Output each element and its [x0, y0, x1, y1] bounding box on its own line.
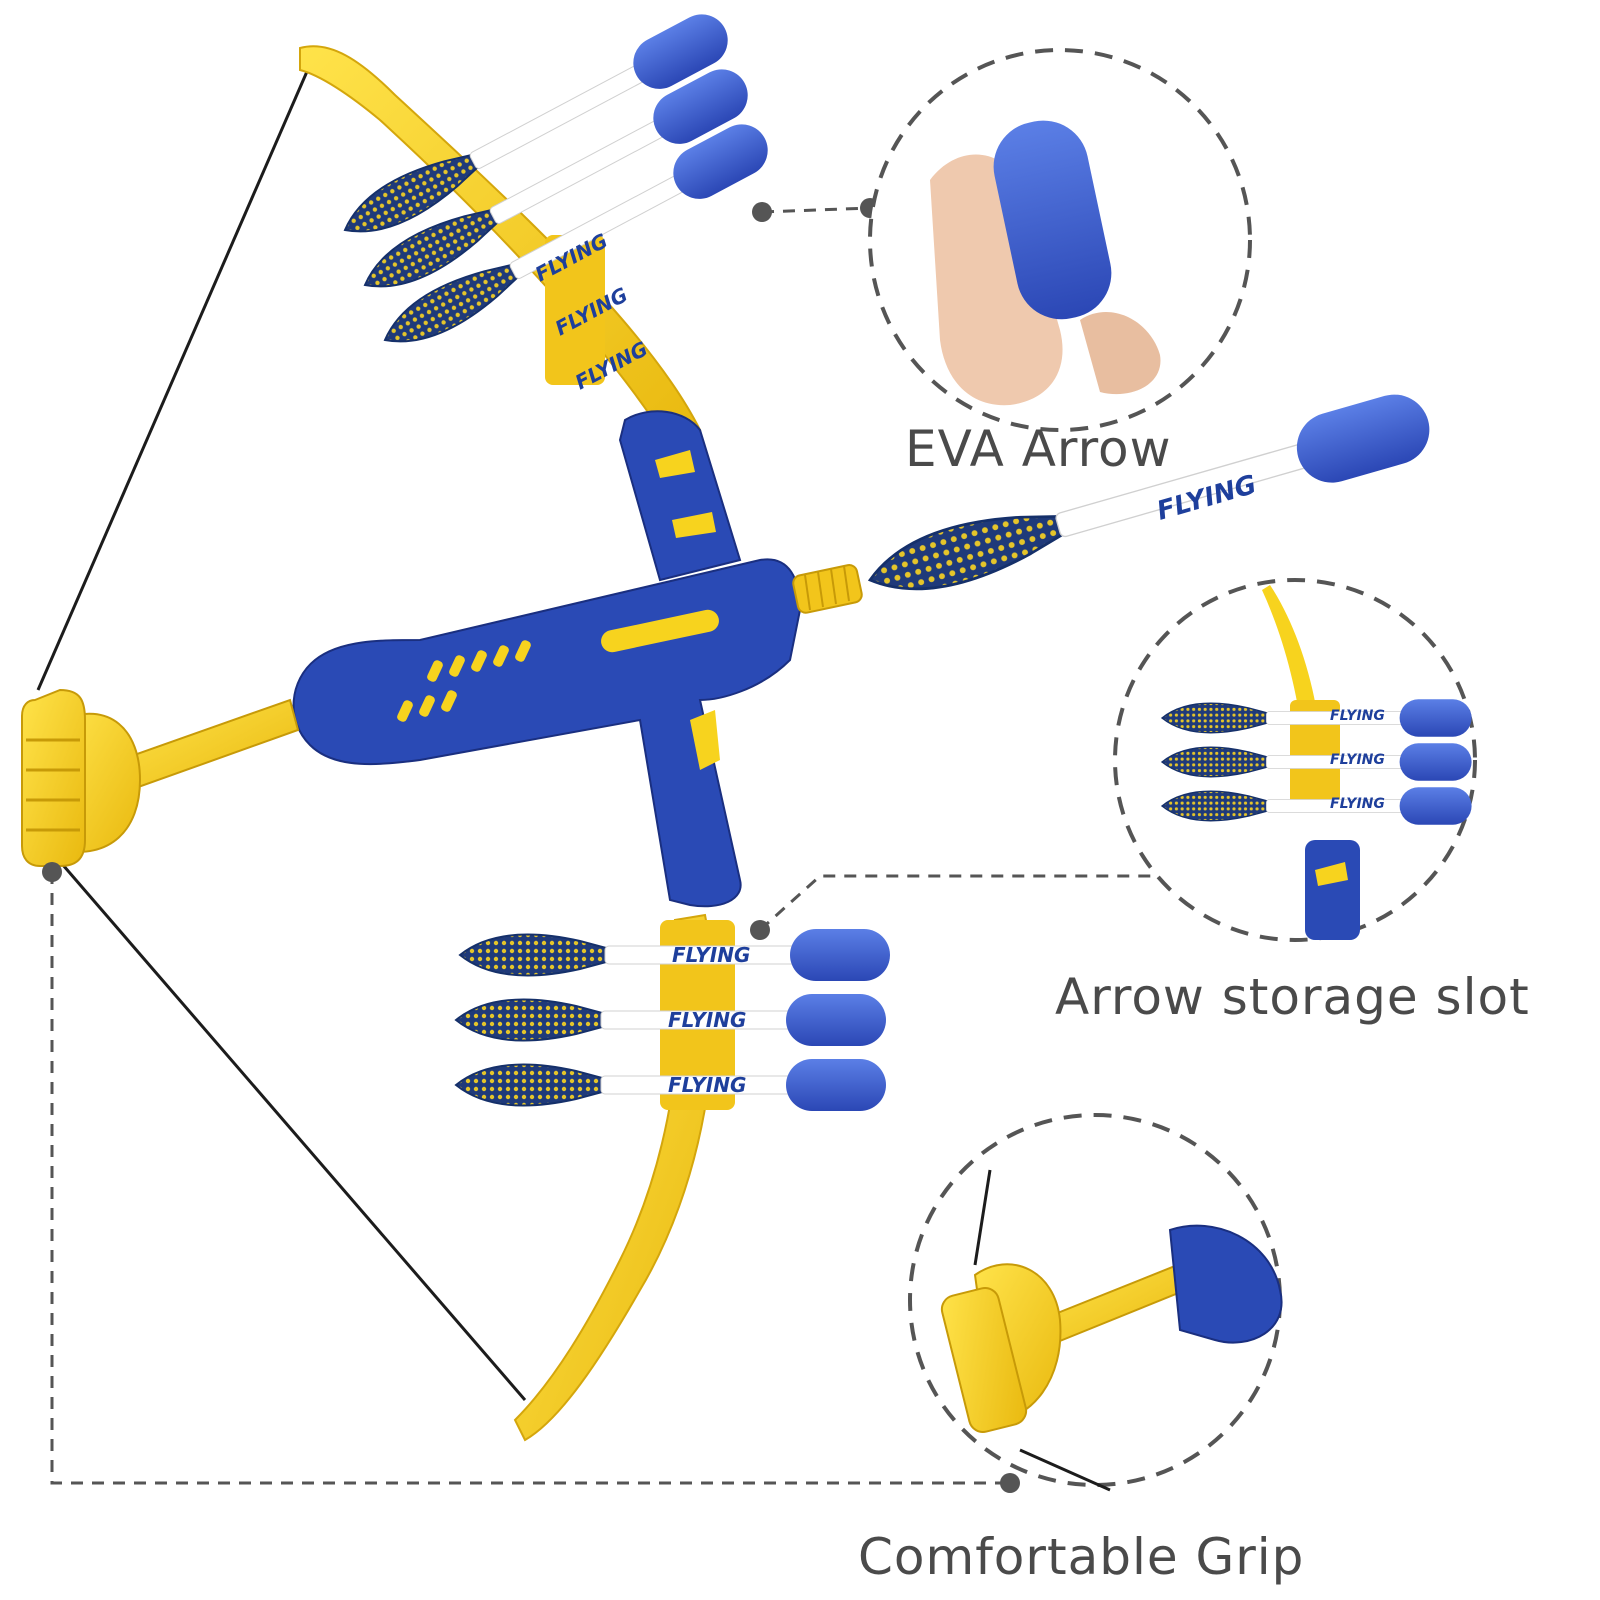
storage-label-1: FLYING — [1330, 708, 1385, 724]
arrow-storage-slot-label: Arrow storage slot — [1055, 968, 1530, 1026]
lower-arrow-label-3: FLYING — [668, 1073, 746, 1097]
launcher-body — [292, 558, 802, 908]
comfortable-grip-label: Comfortable Grip — [858, 1528, 1305, 1586]
lower-arrow-label-1: FLYING — [672, 943, 750, 967]
bow-upper-limb — [299, 45, 702, 447]
upper-handle — [618, 410, 742, 582]
bow-string — [36, 59, 527, 1401]
pull-handle — [21, 688, 300, 867]
storage-label-2: FLYING — [1330, 752, 1385, 768]
grip-detail — [908, 1113, 1283, 1492]
lower-arrow-rack — [455, 920, 891, 1112]
lower-arrow-label-2: FLYING — [668, 1008, 746, 1032]
storage-slot-detail — [1113, 578, 1477, 942]
storage-label-3: FLYING — [1330, 796, 1385, 812]
spring — [792, 564, 863, 614]
upper-arrow-rack — [331, 4, 778, 385]
eva-arrow-label: EVA Arrow — [905, 420, 1172, 478]
callout-connectors — [50, 206, 1175, 1485]
eva-arrow-detail — [868, 48, 1252, 432]
